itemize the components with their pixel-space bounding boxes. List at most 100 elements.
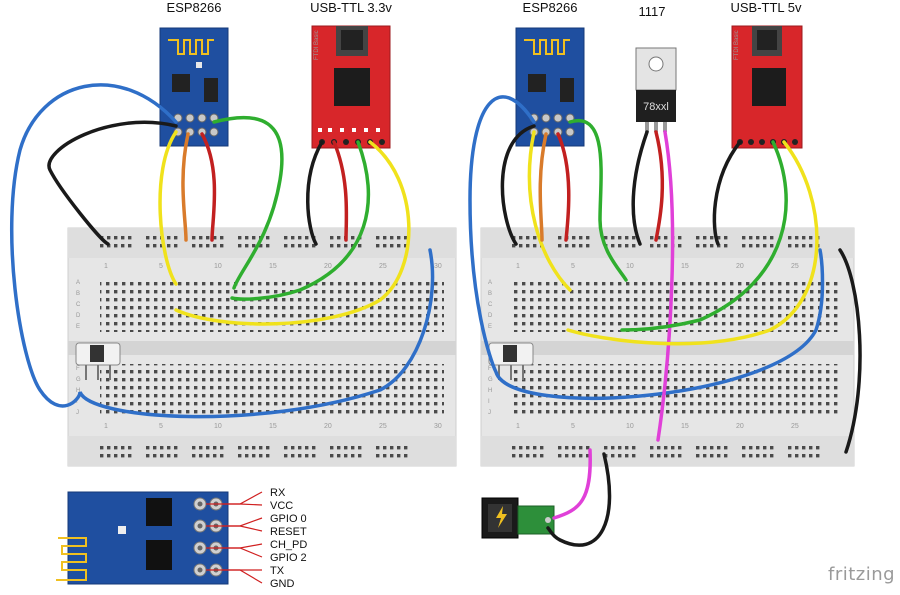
rail-hole (107, 236, 111, 240)
rail-hole (788, 454, 792, 458)
rail-hole (383, 446, 387, 450)
wire-yellow (174, 140, 411, 326)
rail-hole (284, 446, 288, 450)
column-label: 10 (214, 423, 222, 430)
rail-hole (238, 244, 242, 248)
row-label: F (488, 366, 492, 372)
rail-hole (572, 454, 576, 458)
rail-hole (245, 454, 249, 458)
rail-hole (199, 244, 203, 248)
rail-hole (238, 446, 242, 450)
column-label: 1 (104, 423, 108, 430)
rail-hole (330, 446, 334, 450)
rail-hole (404, 244, 408, 248)
rail-hole (238, 236, 242, 240)
rail-hole (298, 454, 302, 458)
rail-hole (802, 236, 806, 240)
rail-hole (710, 446, 714, 450)
dc-barrel-jack (481, 497, 555, 539)
row-label: C (76, 302, 81, 308)
row-label: F (76, 366, 80, 372)
rail-hole (724, 454, 728, 458)
rail-hole (337, 244, 341, 248)
rail-hole (586, 236, 590, 240)
rail-hole (383, 454, 387, 458)
rail-hole (742, 454, 746, 458)
rail-hole (795, 454, 799, 458)
rail-hole (252, 454, 256, 458)
pin-label: GPIO 2 (270, 552, 307, 564)
chip (172, 74, 190, 92)
rail-hole (206, 244, 210, 248)
left-esp8266-module (159, 27, 229, 147)
rail-hole (376, 446, 380, 450)
rail-hole (579, 236, 583, 240)
rail-hole (160, 244, 164, 248)
rail-hole (678, 236, 682, 240)
antenna-trace-icon (56, 537, 87, 581)
rail-hole (291, 446, 295, 450)
rail-hole (174, 446, 178, 450)
rail-hole (710, 454, 714, 458)
rail-hole (565, 454, 569, 458)
rail-hole (763, 244, 767, 248)
rail-hole (259, 244, 263, 248)
wire-black (631, 130, 649, 246)
rail-hole (153, 446, 157, 450)
row-label: G (488, 377, 493, 383)
rail-hole (724, 236, 728, 240)
leader-line (206, 569, 263, 584)
rail-hole (611, 244, 615, 248)
rail-hole (533, 236, 537, 240)
row-label: A (488, 280, 492, 286)
rail-hole (664, 446, 668, 450)
rail-hole (519, 244, 523, 248)
wire-yellow (158, 130, 178, 286)
rail-hole (809, 446, 813, 450)
rail-hole (153, 236, 157, 240)
rail-hole (390, 454, 394, 458)
rail-hole (252, 446, 256, 450)
column-label: 5 (571, 263, 575, 270)
rail-hole (220, 454, 224, 458)
column-label: 1 (516, 423, 520, 430)
rail-hole (717, 446, 721, 450)
rail-hole (284, 236, 288, 240)
wire-blue (468, 95, 825, 400)
leader-line (206, 525, 263, 532)
column-label: 20 (736, 423, 744, 430)
rail-hole (540, 446, 544, 450)
rail-hole (305, 446, 309, 450)
rail-hole (128, 446, 132, 450)
row-label: C (488, 302, 493, 308)
rail-hole (128, 454, 132, 458)
rail-hole (107, 454, 111, 458)
rail-hole (344, 446, 348, 450)
rail-hole (795, 244, 799, 248)
rail-hole (678, 244, 682, 248)
pin-label: RESET (270, 526, 307, 538)
column-label: 25 (791, 423, 799, 430)
rail-hole (291, 244, 295, 248)
rail-hole (344, 454, 348, 458)
rail-hole (114, 236, 118, 240)
column-label: 30 (434, 263, 442, 270)
rail-hole (763, 454, 767, 458)
rail-hole (266, 244, 270, 248)
rail-hole (618, 244, 622, 248)
column-label: 25 (791, 263, 799, 270)
rail-hole (526, 446, 530, 450)
rail-hole (220, 244, 224, 248)
rail-hole (618, 236, 622, 240)
rail-hole (724, 446, 728, 450)
rail-hole (579, 454, 583, 458)
rail-hole (220, 236, 224, 240)
usb-board-label: FTDI Basic (314, 30, 320, 60)
rail-hole (802, 454, 806, 458)
wire-red (556, 132, 571, 242)
right-usb-label: USB-TTL 5v (730, 0, 802, 15)
rail-hole (770, 446, 774, 450)
row-label: E (488, 324, 492, 330)
rail-hole (312, 454, 316, 458)
